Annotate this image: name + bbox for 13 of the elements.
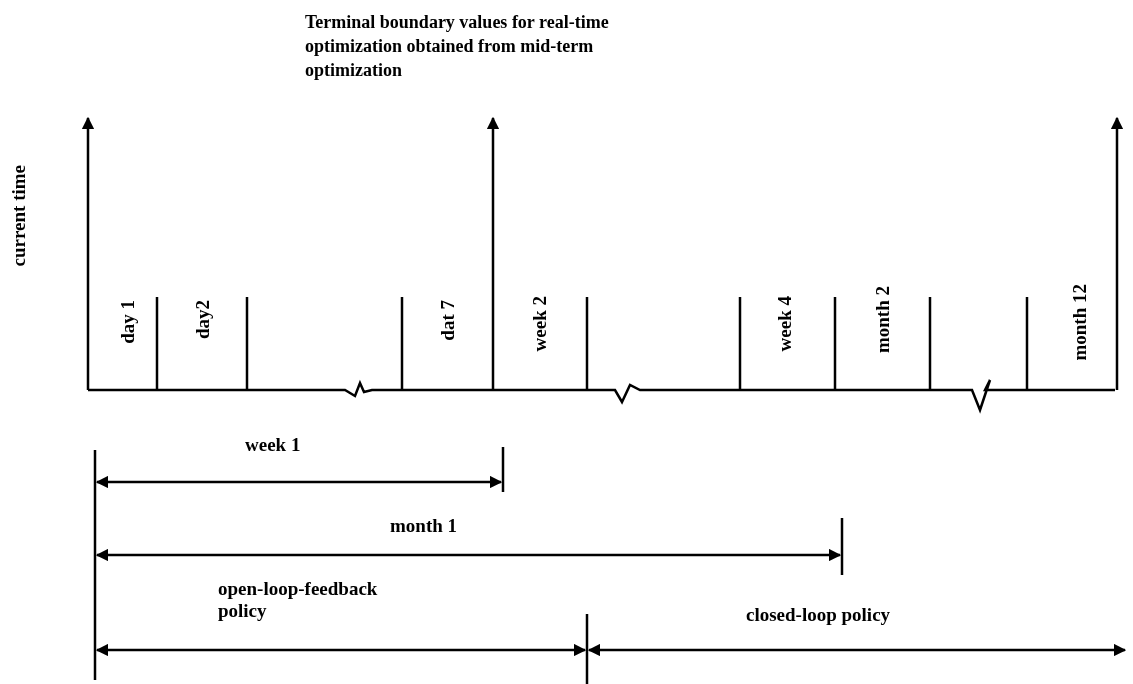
period-label: day2	[192, 300, 214, 340]
dimension-label: closed-loop policy	[746, 604, 891, 626]
dimension-label: open-loop-feedback policy	[218, 578, 379, 622]
title: Terminal boundary values for real-time optimization obtained from mid-term optimization	[305, 11, 610, 82]
axis-label: current time	[8, 165, 30, 267]
period-label: week 2	[529, 296, 551, 352]
period-label: month 2	[872, 286, 894, 354]
dimension-label: week 1	[245, 434, 301, 456]
period-label: day 1	[117, 300, 139, 344]
period-label: month 12	[1069, 284, 1091, 361]
period-label: dat 7	[437, 300, 459, 341]
dimension-label: month 1	[390, 515, 458, 537]
period-label: week 4	[774, 296, 796, 352]
